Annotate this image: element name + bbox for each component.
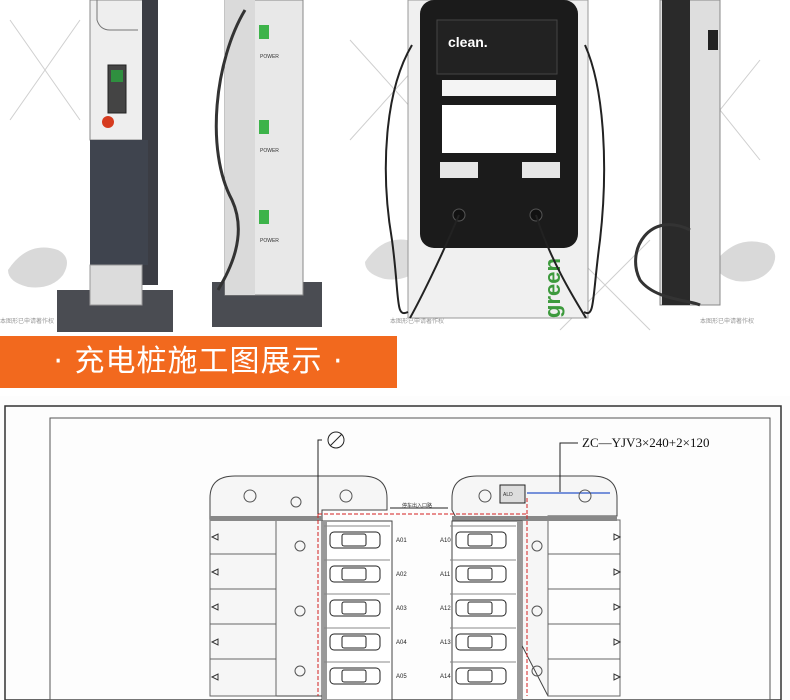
product-images: 本图形已申请著作权 本图形已申请著作权 本图形已申请著作权 POWER POWE…	[0, 0, 776, 332]
plan-inner-frame	[49, 417, 771, 700]
watermark-horse-logo-right	[715, 241, 776, 282]
slot-label-a12: A12	[440, 606, 451, 612]
slot-label-a02: A02	[396, 572, 407, 578]
car-cabin	[341, 533, 367, 547]
car-cabin	[467, 567, 493, 581]
brand-clean: clean.	[448, 34, 488, 50]
watermark-horse-logo-left	[8, 247, 67, 288]
meter-leader	[317, 439, 322, 514]
watermark-text-3: 本图形已申请著作权	[700, 317, 754, 325]
slot-label-a14: A14	[440, 674, 451, 680]
island-left	[209, 475, 388, 697]
lane-right-edge	[517, 521, 522, 700]
parking-slot-a14: A14	[440, 661, 516, 685]
charger-1	[57, 0, 173, 332]
parking-slot-a05: A05	[324, 661, 407, 685]
charger-3: clean. green	[384, 0, 606, 319]
car-cabin	[341, 669, 367, 683]
car-cabin	[341, 601, 367, 615]
parking-slot-a11: A11	[440, 559, 516, 583]
car-cabin	[341, 567, 367, 581]
distribution-box	[499, 484, 526, 504]
distribution-box-label: ALD	[503, 492, 513, 498]
watermark-text-1: 本图形已申请著作权	[0, 317, 54, 325]
slot-label-a03: A03	[396, 606, 407, 612]
cable-label: ZC—YJV3×240+2×120	[582, 435, 709, 450]
entry-label: 停车出入口路	[402, 502, 432, 509]
slot-label-a13: A13	[440, 640, 451, 646]
plan-outer-frame	[4, 405, 782, 700]
curb-right	[452, 516, 617, 521]
direction-arrows	[210, 533, 622, 681]
power-label-2: POWER	[260, 148, 279, 154]
watermark-text-2: 本图形已申请著作权	[390, 317, 444, 325]
slot-label-a11: A11	[440, 572, 451, 578]
lane-left-edge	[322, 521, 327, 700]
slot-label-a05: A05	[396, 674, 407, 680]
car-cabin	[467, 601, 493, 615]
section-banner: · 充电桩施工图展示 ·	[0, 336, 397, 388]
meter-symbol	[327, 431, 345, 449]
parking-slot-a02: A02	[324, 559, 407, 583]
power-label-3: POWER	[260, 238, 279, 244]
trees	[243, 489, 592, 677]
parking-slot-a03: A03	[324, 593, 407, 617]
slot-label-a10: A10	[440, 538, 451, 544]
parking-slot-a01: A01	[324, 525, 407, 549]
parking-slot-a10: A10	[440, 525, 516, 549]
meter-symbol-slash	[329, 433, 343, 447]
charger-4	[634, 0, 721, 307]
car-cabin	[467, 669, 493, 683]
car-cabin	[467, 635, 493, 649]
cable-leader	[559, 442, 578, 492]
cable-route-red	[317, 498, 528, 696]
parking-slot-a04: A04	[324, 627, 407, 651]
parking-slot-a13: A13	[440, 627, 516, 651]
slot-label-a04: A04	[396, 640, 407, 646]
car-cabin	[467, 533, 493, 547]
charger-2: POWER POWER POWER	[212, 0, 322, 327]
curb-left	[210, 516, 322, 521]
slot-label-a01: A01	[396, 538, 407, 544]
car-cabin	[341, 635, 367, 649]
power-label-1: POWER	[260, 54, 279, 60]
construction-plan: 停车出入口路 ALD ZC—YJV3×240+2×120 A01A02A03A0…	[0, 396, 790, 700]
brand-green: green	[540, 258, 565, 318]
parking-slot-a12: A12	[440, 593, 516, 617]
